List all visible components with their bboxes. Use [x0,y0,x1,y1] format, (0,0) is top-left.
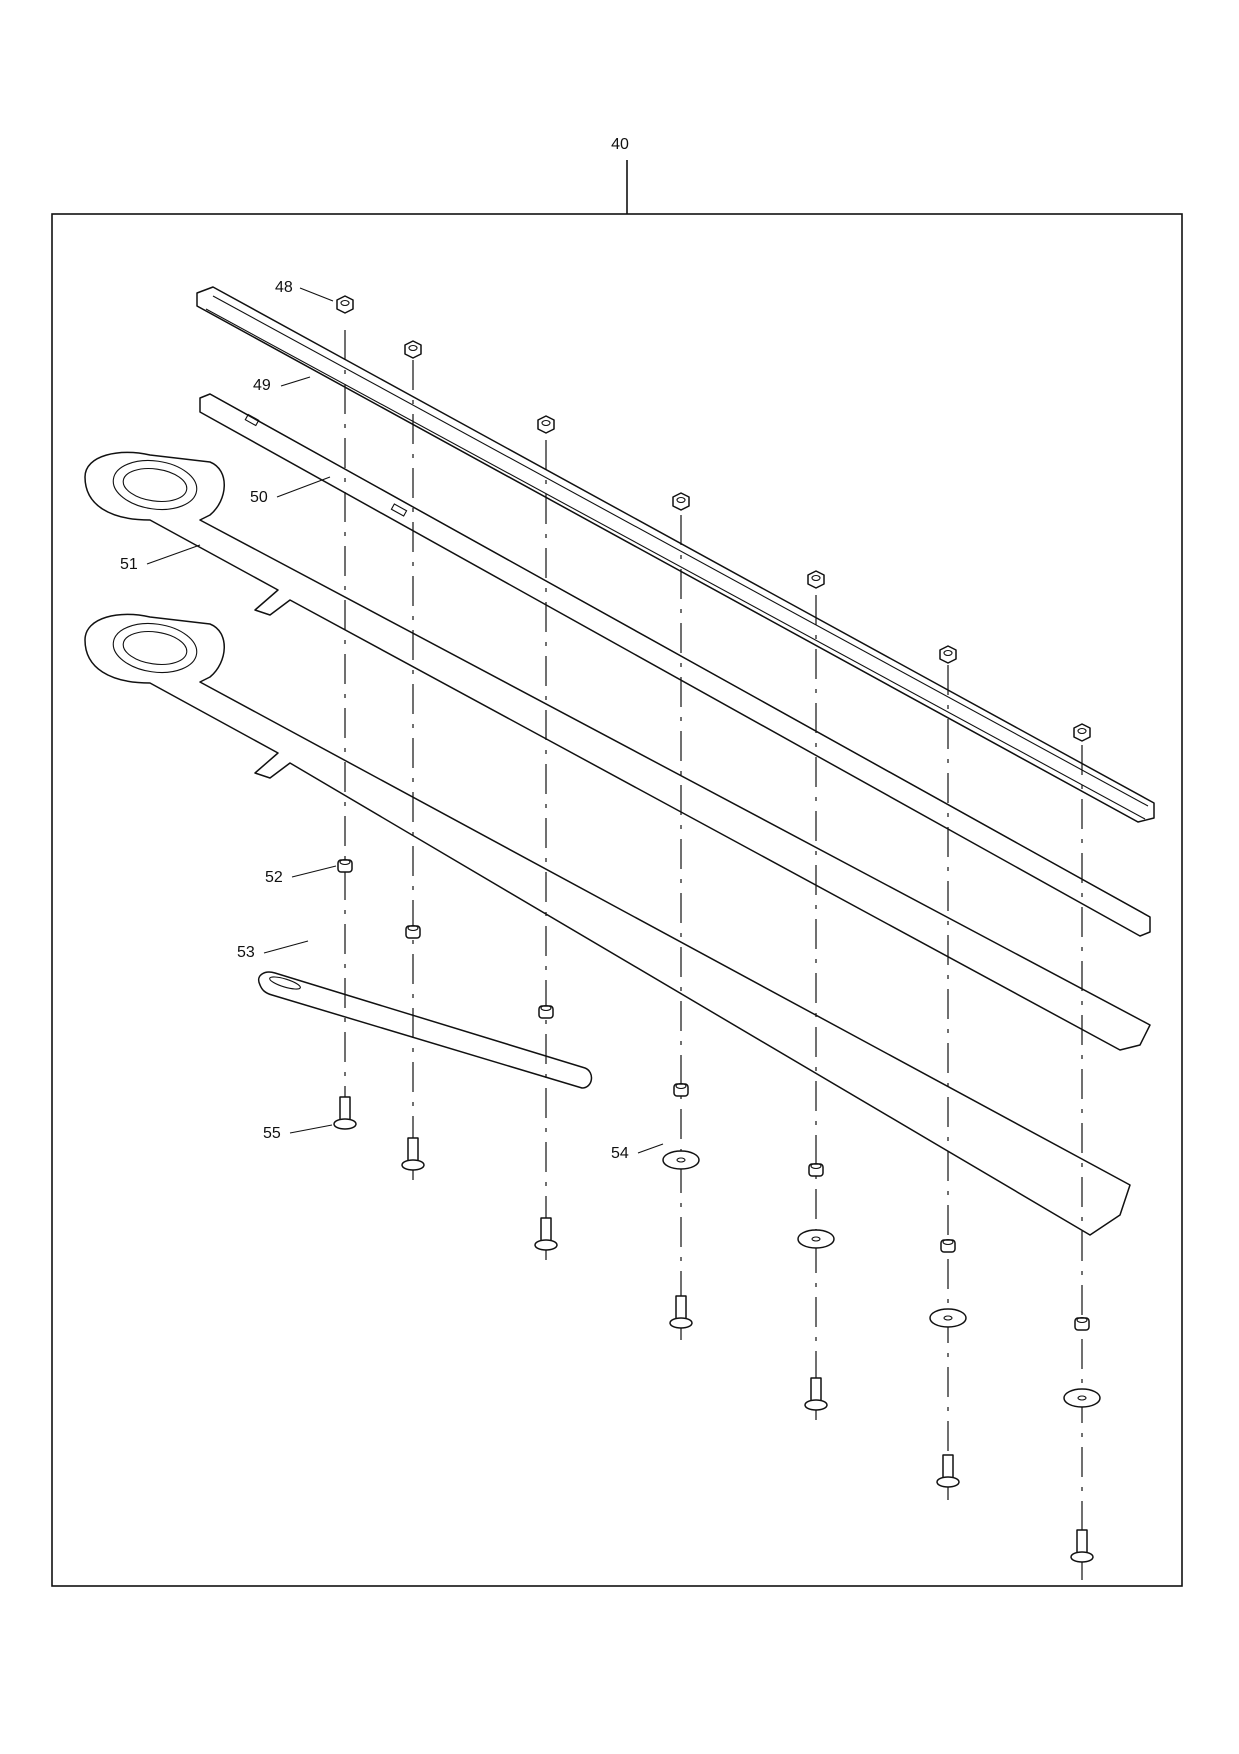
bolt [804,1377,828,1411]
washer-row [662,1150,1101,1408]
callout-53: 53 [237,944,255,961]
bolt [1070,1529,1094,1563]
lock-nut [672,492,690,511]
bolt [534,1217,558,1251]
bolt [669,1295,693,1329]
callout-54: 54 [611,1145,629,1162]
bolt [401,1137,425,1171]
bolt [333,1096,357,1130]
washer [662,1150,700,1170]
callouts: 48 49 50 51 52 53 54 55 [120,279,664,1162]
assembly-frame [51,213,1183,1587]
bolt [936,1454,960,1488]
callout-51: 51 [120,556,138,573]
alignment-lines [344,330,1083,1580]
lock-nut [807,570,825,589]
lower-blade [84,613,1131,1236]
guide-bar [196,286,1155,823]
lock-nut [939,645,957,664]
collar [1074,1316,1090,1331]
spacer-plate [199,393,1151,937]
collar [673,1082,689,1097]
collar [940,1238,956,1253]
collar [538,1004,554,1019]
collar-row [337,858,1090,1331]
lock-nut [404,340,422,359]
collar [405,924,421,939]
nut-row [336,295,1091,742]
callout-49: 49 [253,377,271,394]
callout-48: 48 [275,279,293,296]
callout-55: 55 [263,1125,281,1142]
lock-nut [537,415,555,434]
collar [337,858,353,873]
upper-blade [84,451,1151,1051]
washer [797,1229,835,1249]
washer [929,1308,967,1328]
callout-50: 50 [250,489,268,506]
callout-40: 40 [611,136,629,153]
callout-52: 52 [265,869,283,886]
bolt-row [333,1096,1094,1563]
washer [1063,1388,1101,1408]
collar [808,1162,824,1177]
lock-nut [336,295,354,314]
connecting-plate [258,971,593,1089]
lock-nut [1073,723,1091,742]
